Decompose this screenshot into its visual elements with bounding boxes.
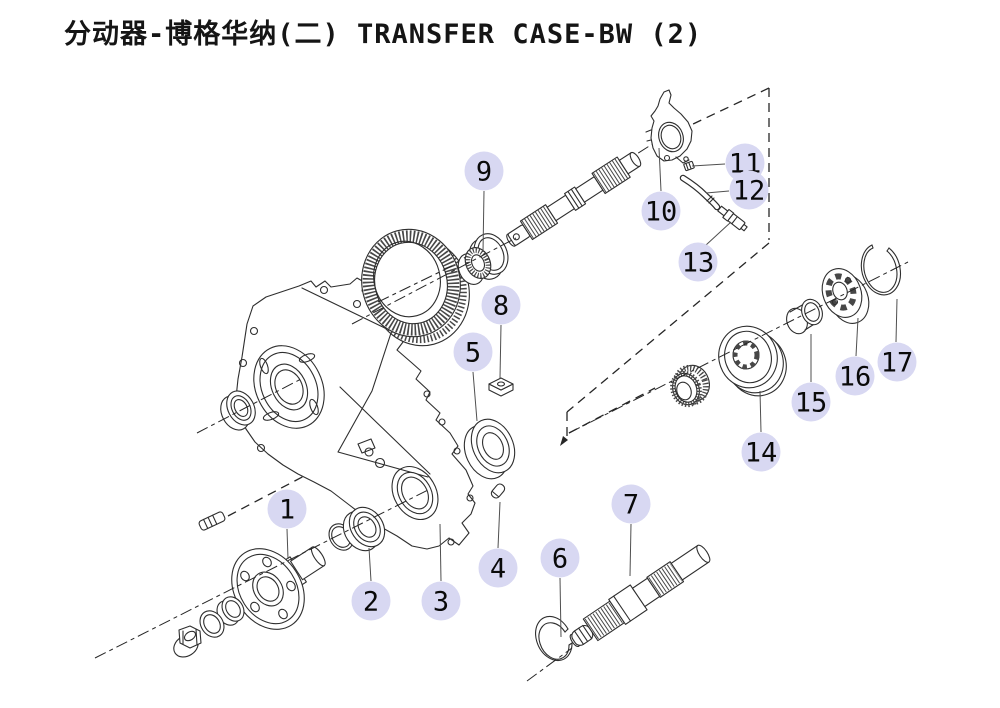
small-plug-drawing: [683, 160, 695, 172]
leader-line: [472, 371, 478, 422]
callout-15[interactable]: 15: [791, 334, 831, 422]
badge-circle[interactable]: [540, 538, 580, 578]
badge-number: 1: [279, 495, 295, 526]
badge-number: 4: [490, 554, 506, 585]
badge-circle[interactable]: [453, 332, 493, 372]
callout-3[interactable]: 3: [421, 523, 461, 621]
drive-hub-drawing: [718, 325, 787, 397]
badge-circle[interactable]: [678, 242, 718, 282]
badge-number: 6: [552, 544, 568, 575]
leader-line: [559, 577, 562, 638]
leader-line: [497, 501, 501, 549]
leader-line: [368, 547, 372, 582]
output-seal-drawing: [463, 418, 516, 480]
badge-circle[interactable]: [481, 285, 521, 325]
leader-line: [286, 528, 289, 560]
badge-number: 12: [733, 176, 766, 207]
leader-line: [705, 190, 730, 194]
badge-circle[interactable]: [464, 151, 504, 191]
badge-number: 14: [745, 438, 778, 469]
callout-13[interactable]: 13: [678, 221, 732, 282]
callout-17[interactable]: 17: [877, 298, 917, 382]
badge-number: 10: [645, 197, 678, 228]
badge-circle[interactable]: [267, 489, 307, 529]
case-housing-drawing: [235, 277, 476, 550]
badge-circle[interactable]: [351, 581, 391, 621]
badge-number: 3: [433, 587, 449, 618]
badge-circle[interactable]: [611, 484, 651, 524]
spacer-drawing: [216, 596, 245, 626]
badge-circle[interactable]: [478, 548, 518, 588]
badge-number: 7: [623, 490, 639, 521]
badge-circle[interactable]: [791, 382, 831, 422]
bushing-drawing: [786, 298, 823, 335]
leader-line: [855, 317, 859, 357]
stud-drawing: [198, 511, 226, 531]
page-title: 分动器-博格华纳(二) TRANSFER CASE-BW (2): [64, 19, 703, 50]
badge-circle[interactable]: [835, 356, 875, 396]
front-bore: [253, 345, 325, 429]
dowel-pin-drawing: [490, 483, 506, 499]
callout-2[interactable]: 2: [351, 547, 391, 621]
callout-9[interactable]: 9: [464, 151, 504, 253]
leader-line: [658, 147, 662, 192]
leader-line: [499, 324, 502, 379]
callout-10[interactable]: 10: [641, 147, 681, 231]
bearing-drawing: [457, 233, 509, 285]
badge-number: 15: [795, 388, 828, 419]
badge-number: 16: [839, 362, 872, 393]
center-axes: [94, 237, 909, 682]
pump-cover-drawing: [645, 89, 693, 164]
badge-number: 13: [682, 248, 715, 279]
leader-line: [629, 523, 632, 577]
drive-flange-drawing: [231, 546, 326, 630]
callout-14[interactable]: 14: [741, 390, 781, 472]
callout-16[interactable]: 16: [835, 317, 875, 396]
leader-line: [482, 190, 485, 253]
badge-circle[interactable]: [421, 581, 461, 621]
callout-7[interactable]: 7: [611, 484, 651, 577]
badge-circle[interactable]: [641, 191, 681, 231]
fitting-drawing: [717, 205, 748, 232]
lower-bore: [391, 466, 439, 520]
badge-circle[interactable]: [877, 342, 917, 382]
callout-6[interactable]: 6: [540, 538, 580, 638]
snap-ring-6-drawing: [535, 615, 573, 662]
leader-line: [439, 523, 442, 582]
seal-ring-drawing: [328, 506, 386, 552]
leader-line: [691, 163, 726, 167]
callout-4[interactable]: 4: [478, 501, 518, 588]
washer-drawing: [199, 610, 225, 638]
callout-5[interactable]: 5: [453, 332, 493, 422]
oil-tube-drawing: [679, 174, 721, 211]
badge-circle[interactable]: [729, 170, 769, 210]
callout-1[interactable]: 1: [267, 489, 307, 560]
snap-ring-17-drawing: [860, 244, 901, 296]
boundary-arrowhead: [560, 436, 568, 446]
pump-rotor-drawing: [821, 268, 870, 324]
badge-number: 2: [363, 587, 379, 618]
callout-8[interactable]: 8: [481, 285, 521, 379]
badge-number: 9: [476, 157, 492, 188]
callout-12[interactable]: 12: [705, 170, 769, 210]
badge-number: 5: [465, 338, 481, 369]
output-shaft-drawing: [569, 544, 711, 648]
flange-nut-drawing: [173, 625, 202, 658]
badge-number: 8: [493, 291, 509, 322]
leader-line: [759, 390, 762, 433]
badge-circle[interactable]: [741, 432, 781, 472]
square-plug-drawing: [488, 377, 514, 397]
leader-line: [705, 221, 732, 246]
input-shaft-drawing: [506, 151, 642, 247]
leader-line: [895, 298, 898, 343]
badge-number: 17: [881, 348, 914, 379]
pinion-gear-drawing: [670, 364, 710, 408]
